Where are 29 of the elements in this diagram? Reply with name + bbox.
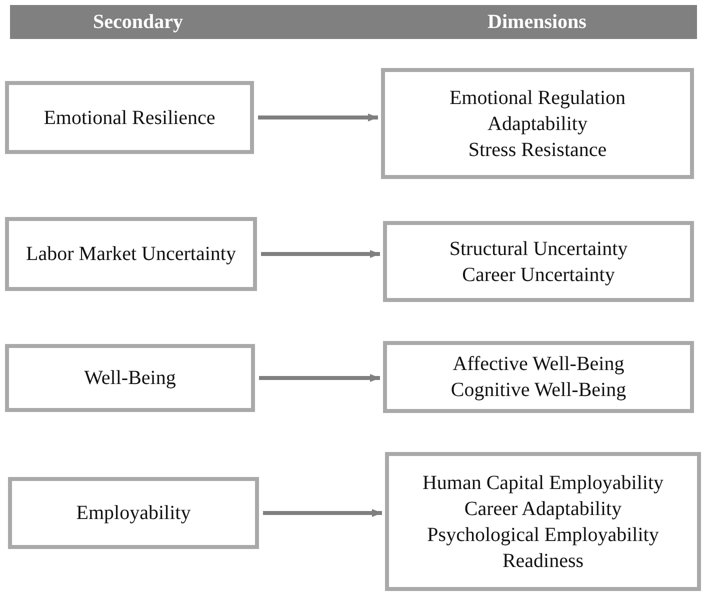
variable-box — [8, 477, 259, 549]
dimensions-box — [383, 341, 694, 413]
dimension-label: Stress Resistance — [468, 138, 607, 162]
dimension-label: Career Uncertainty — [462, 262, 615, 288]
dimension-label: Cognitive Well-Being — [450, 378, 626, 403]
header-band — [10, 5, 697, 39]
variable-box — [5, 81, 254, 154]
variable-label: Emotional Resilience — [44, 106, 216, 130]
column-heading: Secondary — [93, 10, 183, 34]
dimensions-box — [383, 221, 694, 302]
dimension-label: Adaptability — [488, 112, 588, 136]
variable-box — [5, 344, 255, 412]
arrow — [258, 114, 378, 122]
dimension-label: Psychological Employability Readiness — [426, 522, 660, 574]
dimension-label: Structural Uncertainty — [449, 236, 628, 262]
variable-box — [5, 217, 257, 291]
variable-label: Labor Market Uncertainty — [26, 242, 236, 267]
variable-label: Employability — [76, 501, 191, 526]
dimensions-box — [381, 68, 694, 179]
variable-label: Well-Being — [84, 366, 176, 391]
arrow — [263, 509, 382, 517]
column-heading: Dimensions — [488, 10, 586, 34]
dimension-label: Affective Well-Being — [452, 352, 624, 377]
dimension-label: Human Capital Employability — [422, 470, 664, 496]
dimensions-box — [385, 452, 701, 591]
dimension-label: Emotional Regulation — [449, 86, 626, 110]
arrow — [261, 250, 380, 258]
arrow — [259, 374, 380, 382]
dimension-label: Career Adaptability — [464, 496, 622, 522]
